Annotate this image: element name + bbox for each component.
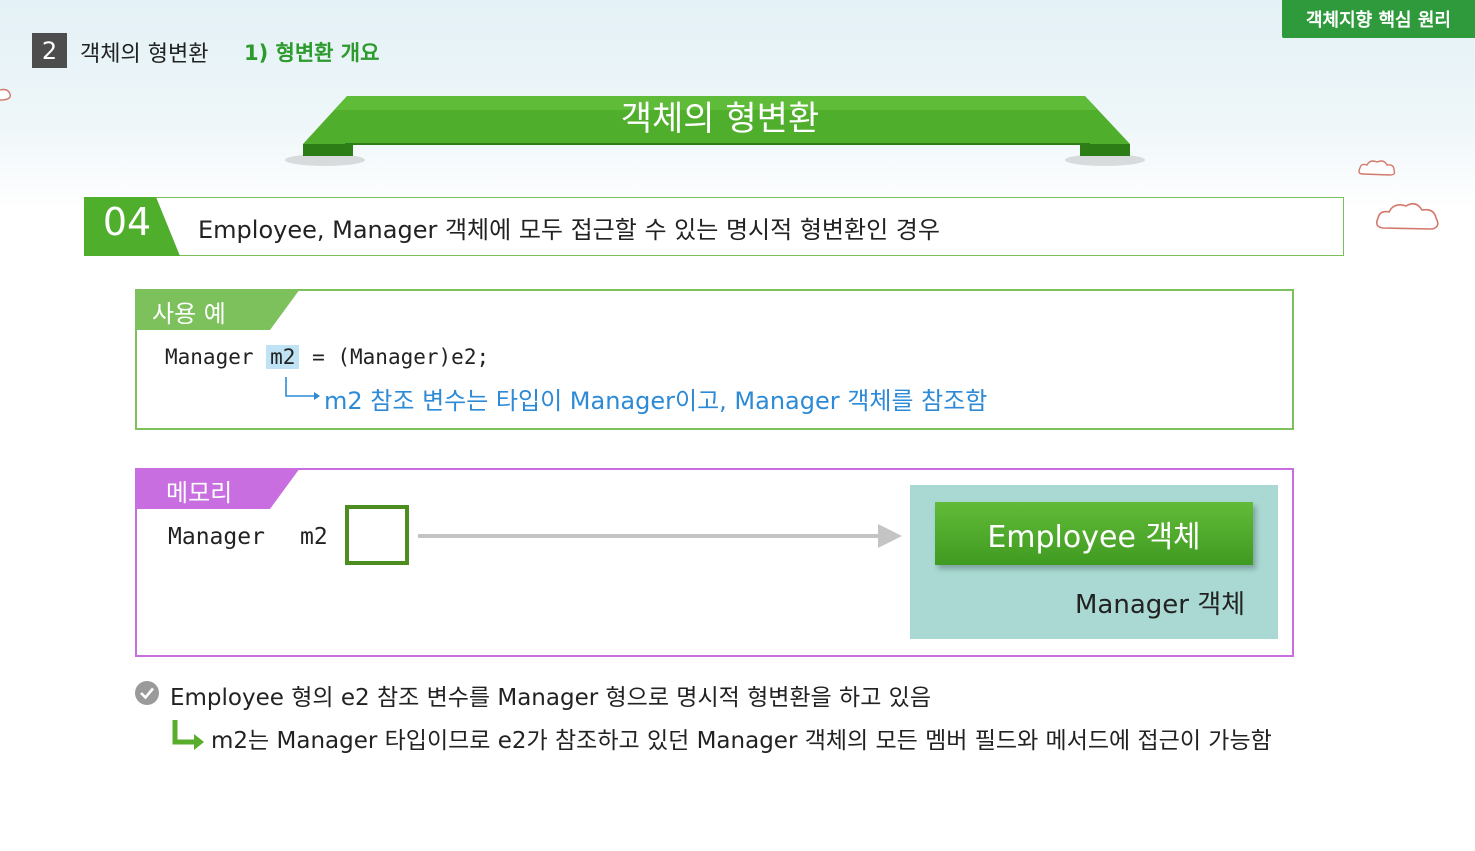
subsection-title: 1) 형변환 개요: [244, 41, 380, 65]
reference-variable-box: [345, 505, 409, 565]
corner-topic-tag: 객체지향 핵심 원리: [1282, 0, 1475, 38]
cloud-icon: [1376, 202, 1439, 230]
section-heading-box: [84, 197, 1344, 256]
example-box: [135, 289, 1294, 430]
memory-tab: [135, 468, 300, 509]
employee-object-block: Employee 객체: [935, 502, 1253, 565]
explanation-sub-line: m2는 Manager 타입이므로 e2가 참조하고 있던 Manager 객체…: [211, 728, 1272, 754]
example-tab-label: 사용 예: [152, 300, 226, 328]
banner-ribbon: [285, 96, 1145, 166]
memory-tab-label: 메모리: [166, 479, 233, 507]
check-circle-icon: [135, 681, 159, 705]
section-number-tab: [84, 197, 180, 256]
code-highlight-variable: m2: [266, 345, 300, 369]
cloud-icon: [0, 88, 11, 101]
explanation-line: Employee 형의 e2 참조 변수를 Manager 형으로 명시적 형변…: [170, 685, 931, 711]
chapter-number-badge: 2: [32, 33, 67, 68]
example-tab: [135, 289, 300, 330]
reference-arrow: [418, 524, 902, 548]
note-arrow-icon: [285, 377, 320, 400]
code-suffix: = (Manager)e2;: [299, 345, 490, 369]
chapter-title: 객체의 형변환: [80, 42, 209, 67]
manager-object-label: Manager 객체: [1075, 590, 1246, 620]
code-prefix: Manager: [165, 345, 267, 369]
code-line: Manager m2 = (Manager)e2;: [165, 345, 489, 369]
example-note: m2 참조 변수는 타입이 Manager이고, Manager 객체를 참조함: [324, 387, 988, 415]
cloud-icon: [1358, 160, 1396, 176]
section-number: 04: [102, 200, 152, 244]
section-title: Employee, Manager 객체에 모두 접근할 수 있는 명시적 형변…: [198, 216, 940, 244]
banner-title: 객체의 형변환: [620, 99, 820, 139]
memory-variable-label: m2: [300, 524, 328, 550]
sub-point-arrow-icon: [172, 720, 204, 750]
memory-type-label: Manager: [168, 524, 265, 550]
